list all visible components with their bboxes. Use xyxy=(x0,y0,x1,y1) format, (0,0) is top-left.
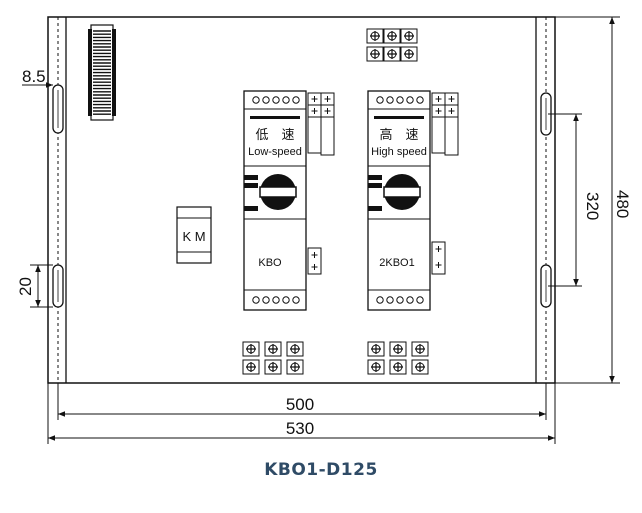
unit-name-en: Low-speed xyxy=(248,146,302,158)
dim-rail-offset-label: 8.5 xyxy=(22,67,46,86)
terminal-strip xyxy=(88,24,116,121)
unit-model: 2KBO1 xyxy=(379,257,414,269)
contactor-label: K M xyxy=(182,229,205,244)
dim-width-inner xyxy=(57,383,547,420)
dim-slot-spacing xyxy=(548,113,582,287)
kbo-unit-low-speed: 低 速 Low-speed KBO xyxy=(243,90,335,311)
dim-width-outer-label: 530 xyxy=(286,419,314,438)
unit-name-cn: 高 速 xyxy=(379,127,418,143)
unit-name-en: High speed xyxy=(371,146,427,158)
contactor-km: K M xyxy=(176,206,212,264)
dim-slot-spacing-label: 320 xyxy=(583,192,602,220)
model-caption: KBO1-D125 xyxy=(264,460,378,480)
unit-name-cn: 低 速 xyxy=(255,128,294,143)
dim-height-total-label: 480 xyxy=(613,190,632,218)
kbo-unit-high-speed: 高 速 High speed 2KBO1 xyxy=(367,90,459,311)
dim-slot-length-label: 20 xyxy=(16,277,35,296)
terminal-block-top xyxy=(366,28,418,62)
panel-outline xyxy=(47,16,556,384)
unit-model: KBO xyxy=(258,257,282,269)
terminal-block-bottom-left xyxy=(242,341,304,375)
dim-width-inner-label: 500 xyxy=(286,395,314,414)
dim-height-total xyxy=(555,16,620,384)
dim-width-outer xyxy=(47,383,556,444)
dim-slot-length xyxy=(30,264,53,308)
terminal-block-bottom-right xyxy=(367,341,429,375)
